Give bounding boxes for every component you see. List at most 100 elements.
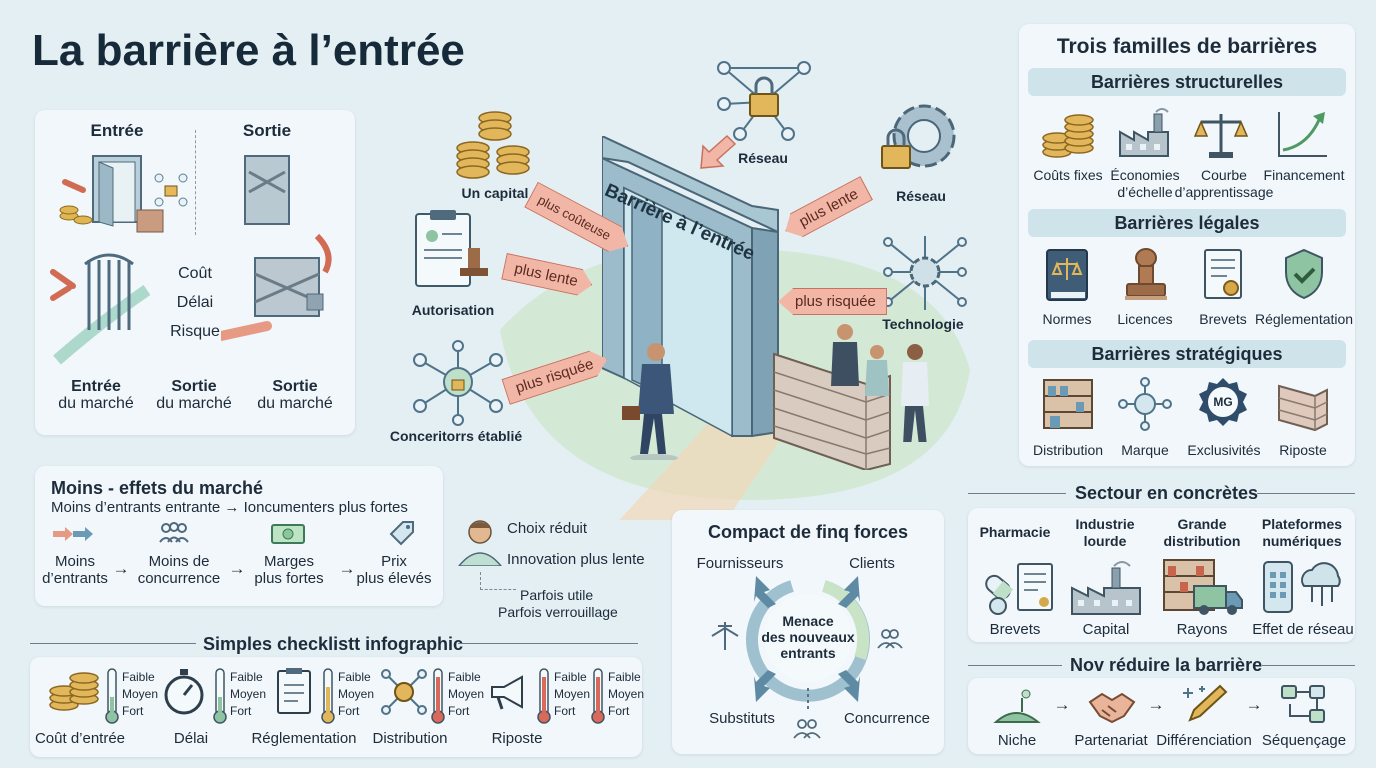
force-fournisseurs: Fournisseurs: [696, 555, 784, 572]
law-book-icon: [1046, 249, 1088, 301]
level-fort: Fort: [554, 704, 576, 718]
strat-item-4: Riposte: [1279, 442, 1327, 458]
forces-ring-icon: [711, 576, 903, 739]
level-moyen: Moyen: [338, 687, 375, 701]
checklist-rule-right: [458, 643, 638, 644]
thermometer-icon: [431, 668, 445, 724]
consumer-connector: [480, 572, 516, 590]
exclusivity-badge-icon: [1199, 378, 1247, 426]
document-stamp-icon: [415, 210, 488, 287]
arrow-3: →: [338, 559, 356, 578]
reduce-arrow-3: →: [1245, 695, 1263, 714]
factory-icon: [1119, 108, 1169, 157]
stopwatch-icon: [164, 669, 204, 715]
strat-item-1: Distribution: [1032, 442, 1104, 458]
reduce-item-2: Partenariat: [1074, 732, 1148, 749]
store-shelves-icon: [1043, 379, 1093, 429]
banknote-icon: [271, 524, 305, 544]
sector-3-label: Rayons: [1176, 621, 1228, 638]
strat-item-3: Exclusivités: [1187, 442, 1261, 458]
sequence-flow-icon: [1281, 685, 1325, 723]
growth-chart-icon: [1278, 112, 1327, 157]
people-group-icon: [159, 522, 189, 543]
level-moyen: Moyen: [554, 687, 591, 701]
reduce-rule-right: [1262, 665, 1355, 666]
entree-heading: Entrée: [90, 121, 144, 140]
thermometer-icon: [537, 668, 551, 724]
source-concurrents: Conceritorrs établié: [389, 428, 523, 444]
checklist-item-1: Coût d’entrée: [34, 730, 126, 747]
distribution-network-icon: [381, 669, 427, 715]
coins-icon: [49, 672, 99, 711]
arrow-1: →: [112, 559, 130, 578]
store-truck-icon: [1163, 559, 1243, 615]
five-forces-title: Compact de finq forces: [707, 522, 909, 542]
sector-1-name: Pharmacie: [979, 524, 1051, 540]
consumer-innovation: Innovation plus lente: [507, 551, 645, 568]
thermometer-icon: [591, 668, 605, 724]
reduce-item-4: Séquençage: [1261, 732, 1347, 749]
arrow-down-icon: [700, 134, 737, 169]
families-panel: Trois familles de barrières Barrières st…: [1019, 24, 1355, 466]
strat-item-2: Marque: [1121, 442, 1169, 458]
struct-item-1: Coûts fixes: [1033, 167, 1103, 183]
businessman-icon: [622, 343, 678, 460]
gate-icon: [50, 253, 151, 365]
reduce-item-1: Niche: [997, 732, 1037, 749]
market-effects-subtitle: Moins d’entrants entrante → Ioncumenters…: [51, 499, 408, 516]
brand-network-icon: [1118, 377, 1172, 431]
reduce-arrow-1: →: [1053, 695, 1071, 714]
level-faible: Faible: [122, 670, 155, 684]
checklist-item-4: Distribution: [372, 730, 448, 747]
consumer-choix: Choix réduit: [507, 520, 588, 537]
sector-4-label: Effet de réseau: [1252, 621, 1354, 638]
reduce-arrow-2: →: [1147, 695, 1165, 714]
arrow-2: →: [228, 559, 246, 578]
page-title: La barrière à l’entrée: [32, 26, 465, 75]
level-faible: Faible: [338, 670, 371, 684]
risque-label: Risque: [170, 323, 220, 340]
heavy-industry-icon: [1071, 561, 1141, 615]
lock-network-top-icon: [717, 61, 811, 141]
level-faible: Faible: [230, 670, 263, 684]
pill-document-icon: [985, 563, 1053, 615]
thermometer-icon: [321, 668, 335, 724]
level-faible: Faible: [554, 670, 587, 684]
tag-plus-risquee-right: plus risquée: [778, 288, 887, 315]
group-people-icon: [831, 324, 929, 442]
families-title: Trois familles de barrières: [1056, 35, 1318, 58]
checklist-item-2: Délai: [173, 730, 209, 747]
force-clients: Clients: [849, 555, 895, 572]
exclusivity-badge-text: MG: [1213, 395, 1233, 409]
checklist-rule-left: [30, 643, 196, 644]
open-door-icon: [59, 155, 164, 233]
phone-cloud-icon: [1263, 561, 1341, 613]
shield-check-icon: [1285, 248, 1323, 300]
market-effects-title: Moins - effets du marché: [51, 478, 264, 498]
lock-network-icon: [154, 173, 188, 207]
sectors-rule-left: [968, 493, 1066, 494]
thermometer-icon: [213, 668, 227, 724]
consumer-avatar-icon: [458, 520, 502, 566]
sectors-rule-right: [1257, 493, 1355, 494]
strategiques-header: Barrières stratégiques: [1028, 340, 1346, 368]
reduce-rule-left: [968, 665, 1062, 666]
legal-item-1: Normes: [1042, 311, 1092, 327]
delai-label: Délai: [176, 294, 214, 311]
